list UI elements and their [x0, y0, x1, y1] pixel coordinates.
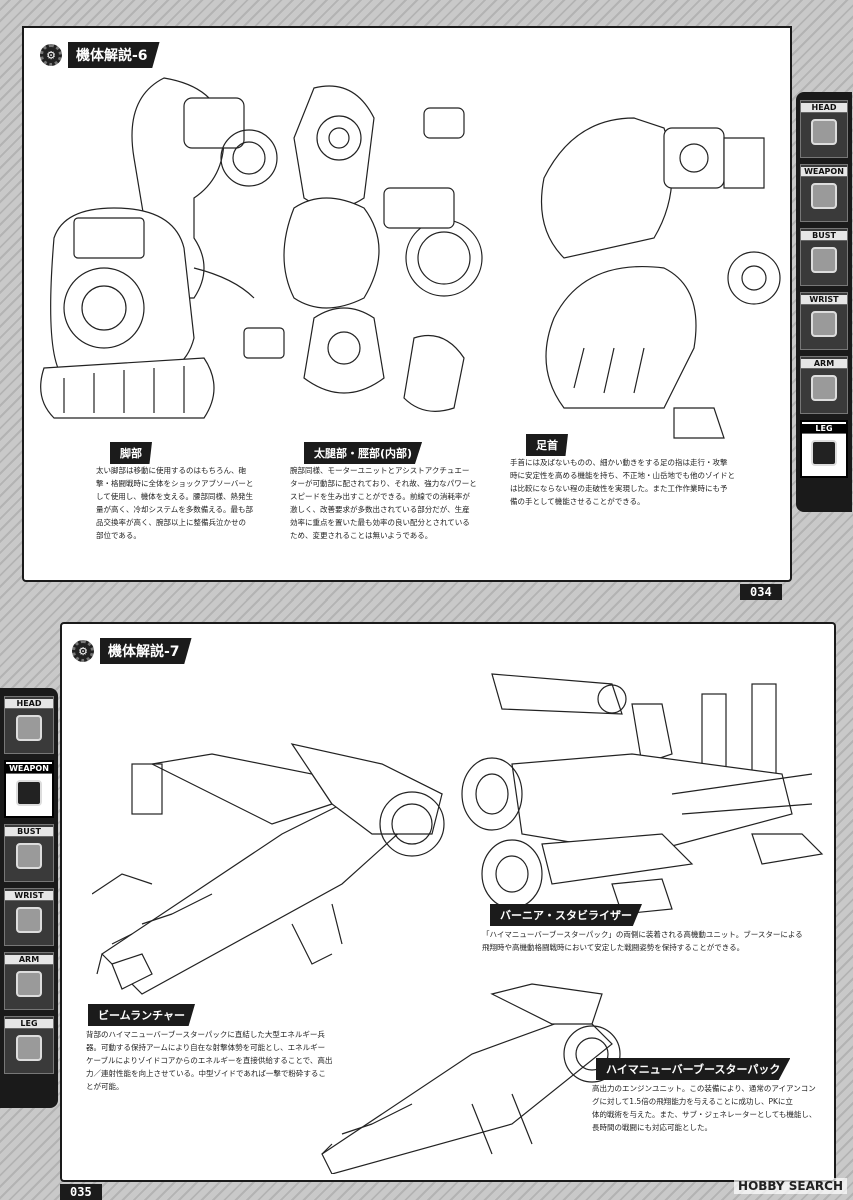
text-line: スピードを生み出すことができる。前線での消耗率が: [290, 492, 470, 501]
tab-arm[interactable]: ARM: [4, 952, 54, 1010]
tab-leg[interactable]: LEG: [800, 420, 848, 478]
content-panel: ⚙ 機体解説-7: [60, 622, 836, 1182]
part-tabs: HEAD WEAPON BUST WRIST ARM LEG: [796, 92, 852, 512]
tab-label: BUST: [5, 827, 53, 837]
tab-label: WRIST: [5, 891, 53, 901]
body-thigh-shin: 腕部同様、モーターユニットとアシストアクチュエー ターが可動部に配されており、そ…: [290, 464, 500, 542]
tab-label: WRIST: [801, 295, 847, 305]
heading-thigh-shin: 太腿部・脛部(内部): [304, 442, 423, 464]
gear-icon: ⚙: [40, 44, 62, 66]
text-line: 効率に重点を置いた最も効率の良い配分とされている: [290, 518, 470, 527]
tab-label: HEAD: [801, 103, 847, 113]
text-line: 激しく、改善要求が多数出されている部分だが、生産: [290, 505, 470, 514]
heading-vernier-stabilizer: バーニア・スタビライザー: [490, 904, 642, 926]
leg-illustration: [40, 77, 278, 419]
body-vernier-stabilizer: 「ハイマニューバーブースターパック」の両側に装着される高機動ユニット。ブースター…: [482, 928, 822, 954]
text-line: 器。可動する保持アームにより自在な射撃体勢を可能とし、エネルギー: [86, 1043, 326, 1052]
tab-bust[interactable]: BUST: [800, 228, 848, 286]
text-line: 時に安定性を高める機能を持ち、不正地・山岳地でも他のゾイドと: [510, 471, 735, 480]
watermark: HOBBY SEARCH: [734, 1178, 847, 1194]
heading-beam-launcher: ビームランチャー: [88, 1004, 196, 1026]
wrist-icon: [811, 311, 837, 337]
text-line: 手首には及ばないものの、細かい動きをする足の指は走行・攻撃: [510, 458, 728, 467]
weapon-icon: [811, 183, 837, 209]
tab-label: ARM: [5, 955, 53, 965]
bust-icon: [811, 247, 837, 273]
wrist-icon: [16, 907, 42, 933]
foot-illustration: [541, 117, 781, 439]
vernier-stabilizer-illustration: [461, 673, 824, 915]
tab-leg[interactable]: LEG: [4, 1016, 54, 1074]
page-number: 035: [60, 1184, 102, 1200]
heading-leg: 脚部: [110, 442, 152, 464]
text-line: して使用し、機体を支える。腰部同様、熱発生: [96, 492, 254, 501]
body-booster-pack: 高出力のエンジンユニット。この装備により、通常のアイアンコン グに対して1.5倍…: [592, 1082, 832, 1134]
content-panel: ⚙ 機体解説-6: [22, 26, 792, 582]
tab-label: LEG: [802, 424, 846, 434]
leg-icon: [811, 440, 837, 466]
text-line: 高出力のエンジンユニット。この装備により、通常のアイアンコン: [592, 1084, 816, 1093]
head-icon: [16, 715, 42, 741]
tab-weapon[interactable]: WEAPON: [4, 760, 54, 818]
tab-label: WEAPON: [801, 167, 847, 177]
text-line: は比較にならない程の走破性を実現した。また工作作業時にも予: [510, 484, 728, 493]
text-line: とが可能。: [86, 1082, 124, 1091]
text-line: 品交換率が高く、腕部以上に整備兵泣かせの: [96, 518, 246, 527]
page-034: ⚙ 機体解説-6: [0, 0, 853, 600]
text-line: グに対して1.5倍の飛翔能力を与えることに成功し、PKに立: [592, 1097, 793, 1106]
text-line: 腕部同様、モーターユニットとアシストアクチュエー: [290, 466, 470, 475]
weapon-icon: [16, 780, 42, 806]
body-leg: 太い脚部は移動に使用するのはもちろん、砲 撃・格闘戦時に全体をショックアブソーバ…: [96, 464, 276, 542]
tab-label: HEAD: [5, 699, 53, 709]
body-beam-launcher: 背部のハイマニューバーブースターパックに直結した大型エネルギー兵 器。可動する保…: [86, 1028, 346, 1093]
arm-icon: [811, 375, 837, 401]
arm-icon: [16, 971, 42, 997]
section-title: ⚙ 機体解説-7: [72, 638, 192, 664]
leg-icon: [16, 1035, 42, 1061]
text-line: 撃・格闘戦時に全体をショックアブソーバーと: [96, 479, 254, 488]
tab-arm[interactable]: ARM: [800, 356, 848, 414]
section-title-text: 機体解説-7: [100, 638, 192, 664]
text-line: 背部のハイマニューバーブースターパックに直結した大型エネルギー兵: [86, 1030, 325, 1039]
tab-label: ARM: [801, 359, 847, 369]
gear-icon: ⚙: [72, 640, 94, 662]
text-line: ため、変更されることは無いようである。: [290, 531, 433, 540]
text-line: 力／連射性能を向上させている。中型ゾイドであれば一撃で粉砕するこ: [86, 1069, 326, 1078]
text-line: 備の手として機能させることができる。: [510, 497, 645, 506]
text-line: 量が高く、冷却システムを多数備える。最も部: [96, 505, 254, 514]
text-line: 体的戦術を与えた。また、サブ・ジェネレーターとしても機能し、: [592, 1110, 817, 1119]
text-line: ターが可動部に配されており、それ故、強力なパワーと: [290, 479, 477, 488]
tab-head[interactable]: HEAD: [4, 696, 54, 754]
text-line: 部位である。: [96, 531, 141, 540]
section-title-text: 機体解説-6: [68, 42, 160, 68]
tab-head[interactable]: HEAD: [800, 100, 848, 158]
heading-booster-pack: ハイマニューバーブースターパック: [596, 1058, 791, 1080]
heading-ankle: 足首: [526, 434, 568, 456]
thigh-shin-illustration: [243, 85, 483, 412]
page-035: ⚙ 機体解説-7: [0, 600, 853, 1200]
tab-bust[interactable]: BUST: [4, 824, 54, 882]
tab-weapon[interactable]: WEAPON: [800, 164, 848, 222]
body-ankle: 手首には及ばないものの、細かい動きをする足の指は走行・攻撃 時に安定性を高める機…: [510, 456, 780, 508]
text-line: ケーブルによりゾイドコアからのエネルギーを直接供給することで、高出: [86, 1056, 333, 1065]
beam-launcher-illustration: [92, 743, 445, 995]
bust-icon: [16, 843, 42, 869]
text-line: 長時間の戦闘にも対応可能とした。: [592, 1123, 712, 1132]
tab-wrist[interactable]: WRIST: [4, 888, 54, 946]
text-line: 「ハイマニューバーブースターパック」の両側に装着される高機動ユニット。ブースター…: [482, 930, 803, 939]
tab-label: WEAPON: [6, 764, 52, 774]
tab-label: BUST: [801, 231, 847, 241]
page-number: 034: [740, 584, 782, 600]
part-tabs: HEAD WEAPON BUST WRIST ARM LEG: [0, 688, 58, 1108]
text-line: 太い脚部は移動に使用するのはもちろん、砲: [96, 466, 246, 475]
section-title: ⚙ 機体解説-6: [40, 42, 160, 68]
booster-pack-illustration: [321, 983, 621, 1174]
head-icon: [811, 119, 837, 145]
tab-wrist[interactable]: WRIST: [800, 292, 848, 350]
tab-label: LEG: [5, 1019, 53, 1029]
text-line: 飛翔時や高機動格闘戦時において安定した戦闘姿勢を保持することができる。: [482, 943, 745, 952]
